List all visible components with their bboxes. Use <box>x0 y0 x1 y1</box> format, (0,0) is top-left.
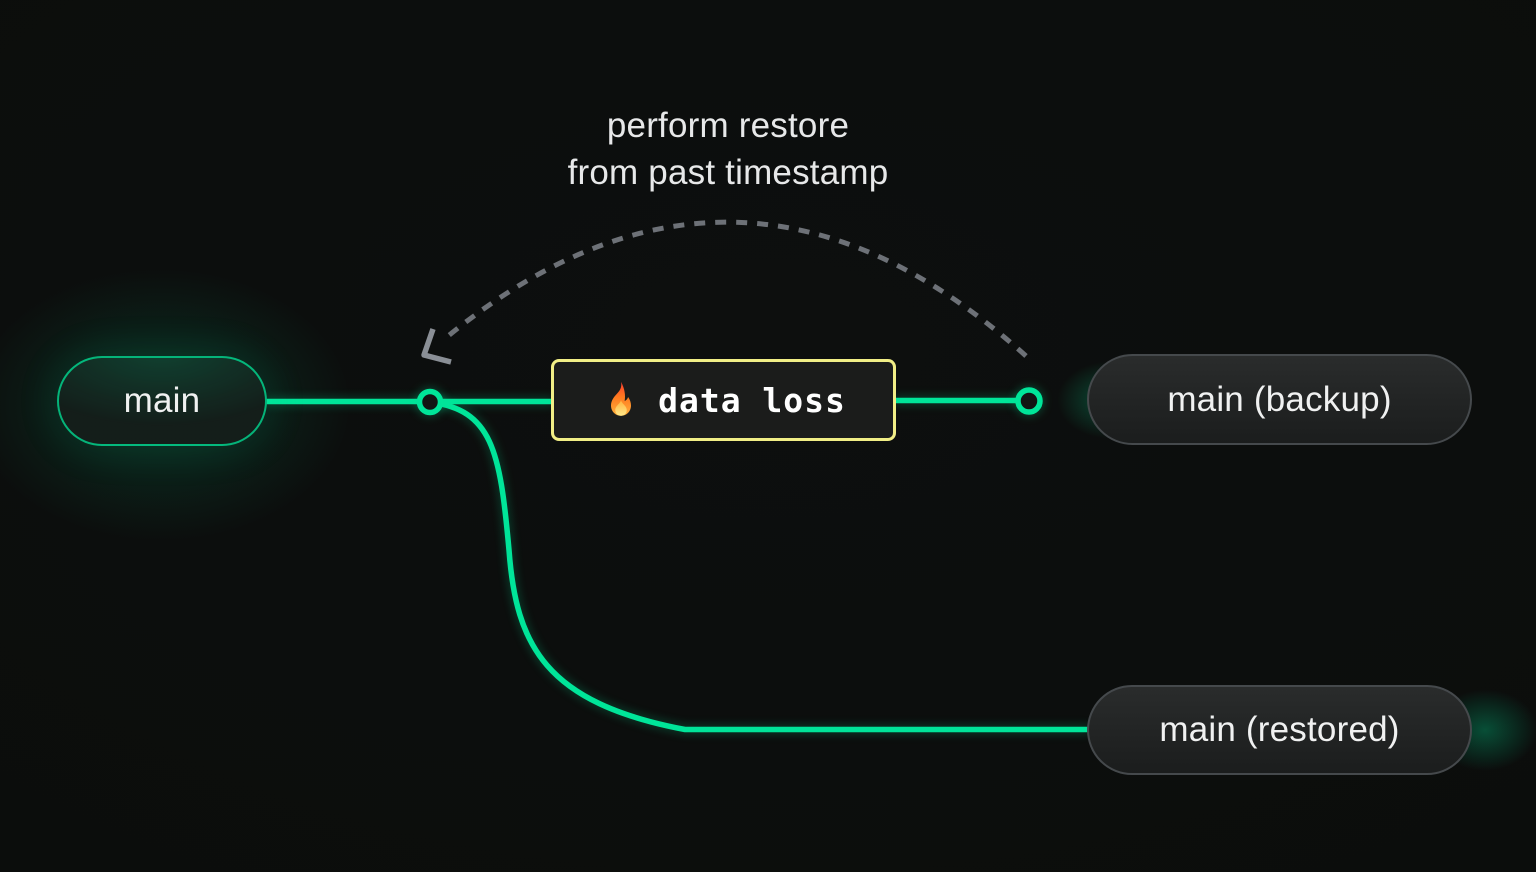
restore-annotation-line2: from past timestamp <box>567 153 889 192</box>
branch-pill-main-label: main <box>123 381 201 420</box>
restore-arc-arrowhead <box>421 328 452 365</box>
restore-annotation: perform restore from past timestamp <box>448 102 1008 196</box>
restore-arc <box>440 219 1028 358</box>
data-loss-event-box: data loss <box>551 359 896 441</box>
branch-point-node <box>416 388 444 416</box>
data-loss-label: data loss <box>658 380 846 420</box>
restore-annotation-line1: perform restore <box>606 106 850 145</box>
branch-pill-backup: main (backup) <box>1087 354 1472 445</box>
branch-pill-restored: main (restored) <box>1087 685 1472 775</box>
branch-pill-backup-label: main (backup) <box>1167 379 1392 419</box>
restored-branch-curve <box>429 399 1090 733</box>
fire-icon <box>611 381 632 416</box>
backup-point-node <box>1015 387 1043 415</box>
branch-pill-restored-label: main (restored) <box>1159 710 1400 749</box>
branch-pill-main: main <box>57 356 267 446</box>
